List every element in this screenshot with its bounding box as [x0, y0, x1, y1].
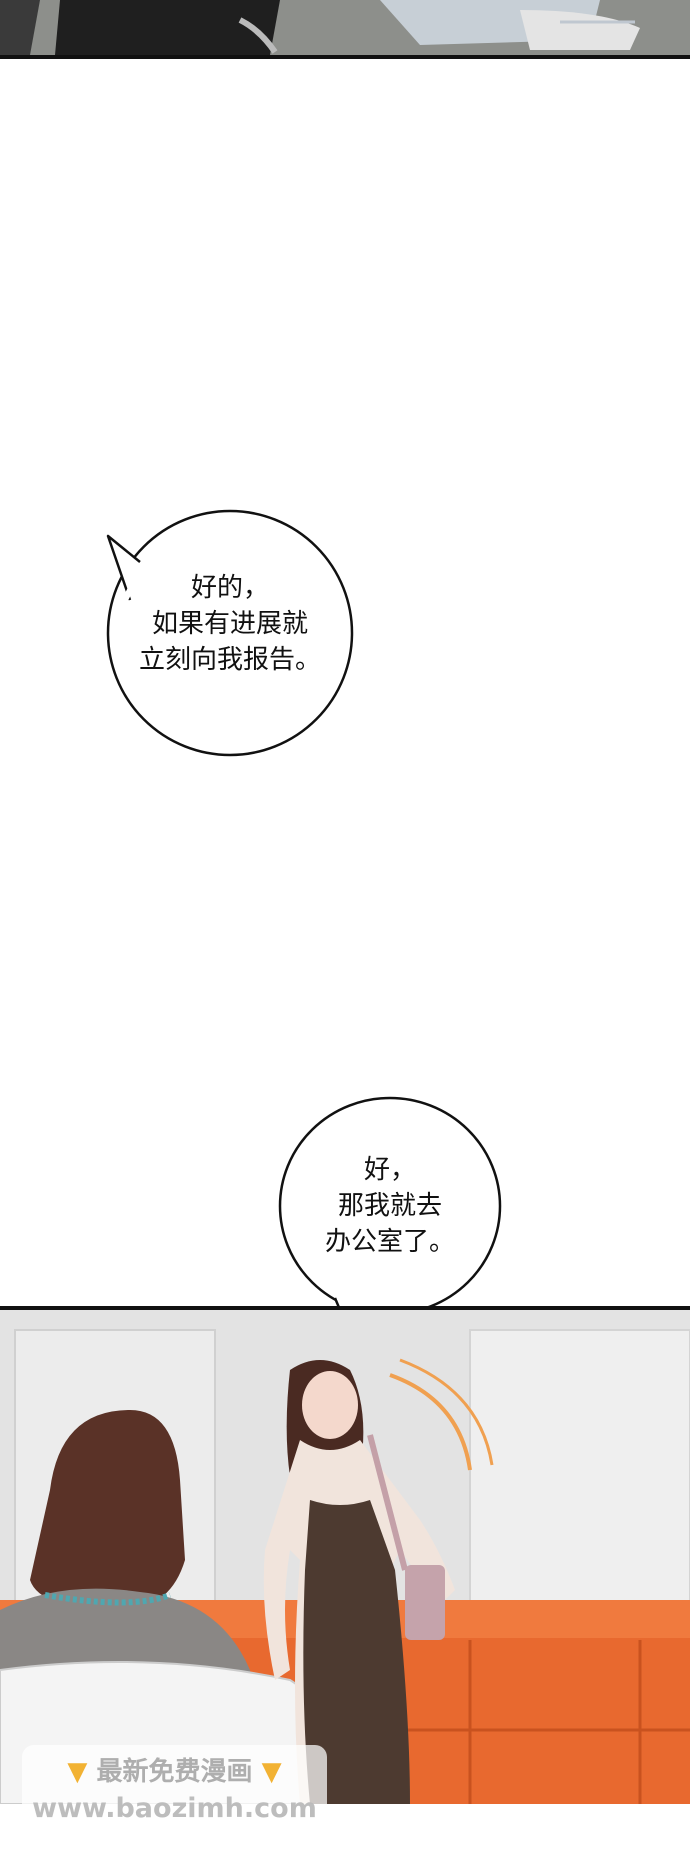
motion-line	[389, 1373, 472, 1471]
standing-woman-dress	[303, 1500, 410, 1804]
watermark: ▼ 最新免费漫画 ▼ www.baozimh.com	[22, 1745, 327, 1837]
speech-bubble-2-text: 好， 那我就去 办公室了。	[300, 1152, 480, 1260]
pointing-down-hand-icon: ▼	[67, 1757, 88, 1787]
watermark-title: 最新免费漫画	[96, 1757, 253, 1787]
bubble-2-line-2: 那我就去	[337, 1191, 442, 1221]
bottom-comic-panel	[0, 1306, 690, 1804]
watermark-url: www.baozimh.com	[32, 1793, 317, 1824]
bubble-1-line-3: 立刻向我报告。	[138, 645, 321, 675]
speech-bubble-1-text: 好的， 如果有进展就 立刻向我报告。	[120, 570, 340, 678]
watermark-title-row: ▼ 最新免费漫画 ▼	[22, 1751, 327, 1788]
top-panel-art	[0, 0, 690, 55]
handbag	[405, 1565, 445, 1640]
bubble-1-line-2: 如果有进展就	[151, 609, 308, 639]
speech-bubble-1	[106, 509, 354, 757]
seated-person-hair	[30, 1410, 185, 1610]
pointing-down-hand-icon: ▼	[261, 1757, 282, 1787]
top-comic-panel	[0, 0, 690, 59]
bubble-2-line-3: 办公室了。	[324, 1227, 455, 1257]
bubble-2-line-1: 好，	[363, 1155, 416, 1185]
bubble-1-line-1: 好的，	[190, 573, 269, 603]
office-scene-art	[0, 1310, 690, 1804]
motion-line	[399, 1358, 494, 1466]
